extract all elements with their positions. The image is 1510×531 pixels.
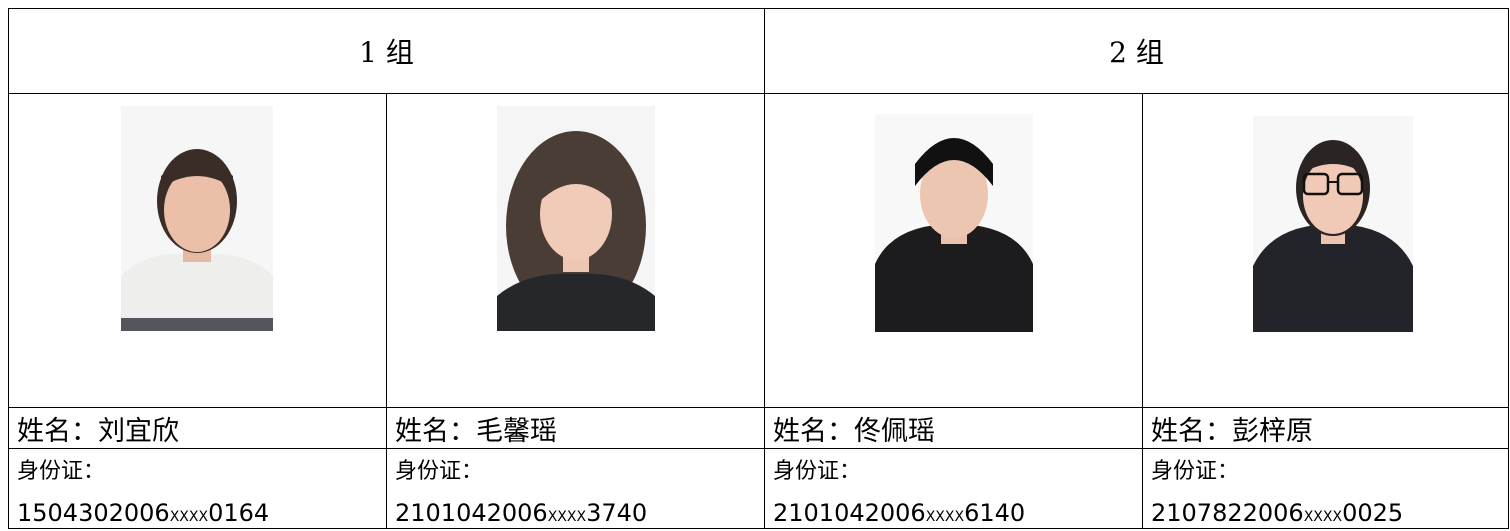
id-number: 1504302006XXXX0164: [17, 499, 386, 527]
portrait-photo: [497, 106, 655, 331]
photo-row: [8, 93, 1509, 408]
id-suffix: 3740: [586, 499, 648, 527]
id-prefix: 2101042006: [773, 499, 926, 527]
group-1-header: 1 组: [8, 8, 765, 94]
name-cell-3: 姓名：佟佩瑶: [764, 407, 1143, 449]
id-suffix: 0164: [208, 499, 270, 527]
id-mask: XXXX: [547, 509, 587, 525]
portrait-1-image: [121, 106, 273, 331]
id-label: 身份证：: [17, 459, 106, 484]
name-cell-4: 姓名：彭梓原: [1142, 407, 1509, 449]
photo-cell-3: [764, 93, 1143, 408]
portrait-photo: [1253, 116, 1413, 332]
portrait-4-image: [1253, 116, 1413, 332]
id-cell-1: 身份证： 1504302006XXXX0164: [8, 448, 387, 529]
group-2-header: 2 组: [764, 8, 1509, 94]
portrait-photo: [121, 106, 273, 331]
group-header-row: 1 组 2 组: [8, 8, 1509, 94]
id-cell-3: 身份证： 2101042006XXXX6140: [764, 448, 1143, 529]
id-cell-2: 身份证： 2101042006XXXX3740: [386, 448, 765, 529]
id-prefix: 2107822006: [1151, 499, 1304, 527]
portrait-photo: [875, 114, 1033, 332]
portrait-3-image: [875, 114, 1033, 332]
roster-table: 1 组 2 组: [8, 8, 1509, 529]
id-label: 身份证：: [1151, 459, 1240, 484]
id-prefix: 1504302006: [17, 499, 170, 527]
name-cell-1: 姓名：刘宜欣: [8, 407, 387, 449]
id-mask: XXXX: [1303, 509, 1343, 525]
id-mask: XXXX: [169, 509, 209, 525]
id-suffix: 0025: [1342, 499, 1404, 527]
photo-cell-1: [8, 93, 387, 408]
name-row: 姓名：刘宜欣 姓名：毛馨瑶 姓名：佟佩瑶 姓名：彭梓原: [8, 407, 1509, 449]
id-label: 身份证：: [395, 459, 484, 484]
photo-cell-2: [386, 93, 765, 408]
id-suffix: 6140: [964, 499, 1026, 527]
id-cell-4: 身份证： 2107822006XXXX0025: [1142, 448, 1509, 529]
id-row: 身份证： 1504302006XXXX0164 身份证： 2101042006X…: [8, 448, 1509, 529]
portrait-2-image: [497, 106, 655, 331]
name-cell-2: 姓名：毛馨瑶: [386, 407, 765, 449]
id-prefix: 2101042006: [395, 499, 548, 527]
id-number: 2101042006XXXX6140: [773, 499, 1142, 527]
id-label: 身份证：: [773, 459, 862, 484]
id-number: 2107822006XXXX0025: [1151, 499, 1508, 527]
id-mask: XXXX: [925, 509, 965, 525]
id-number: 2101042006XXXX3740: [395, 499, 764, 527]
photo-cell-4: [1142, 93, 1509, 408]
